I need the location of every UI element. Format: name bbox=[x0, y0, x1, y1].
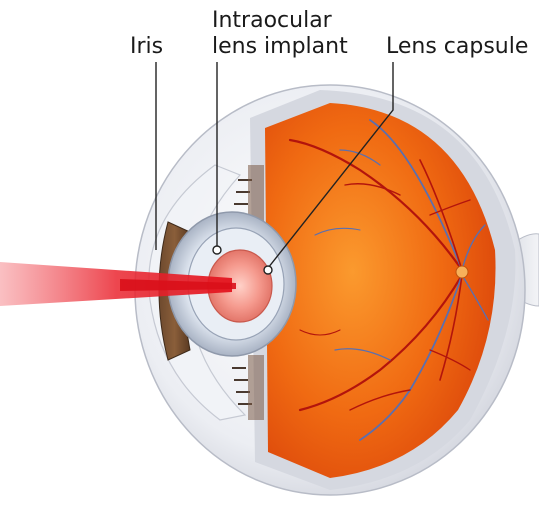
label-lens-capsule: Lens capsule bbox=[386, 34, 528, 60]
label-iris: Iris bbox=[130, 34, 163, 60]
label-intraocular-line2: lens implant bbox=[212, 34, 348, 60]
optic-disc bbox=[456, 266, 468, 278]
label-intraocular-line1: Intraocular bbox=[212, 8, 332, 34]
ciliary-band-bottom bbox=[248, 355, 264, 420]
